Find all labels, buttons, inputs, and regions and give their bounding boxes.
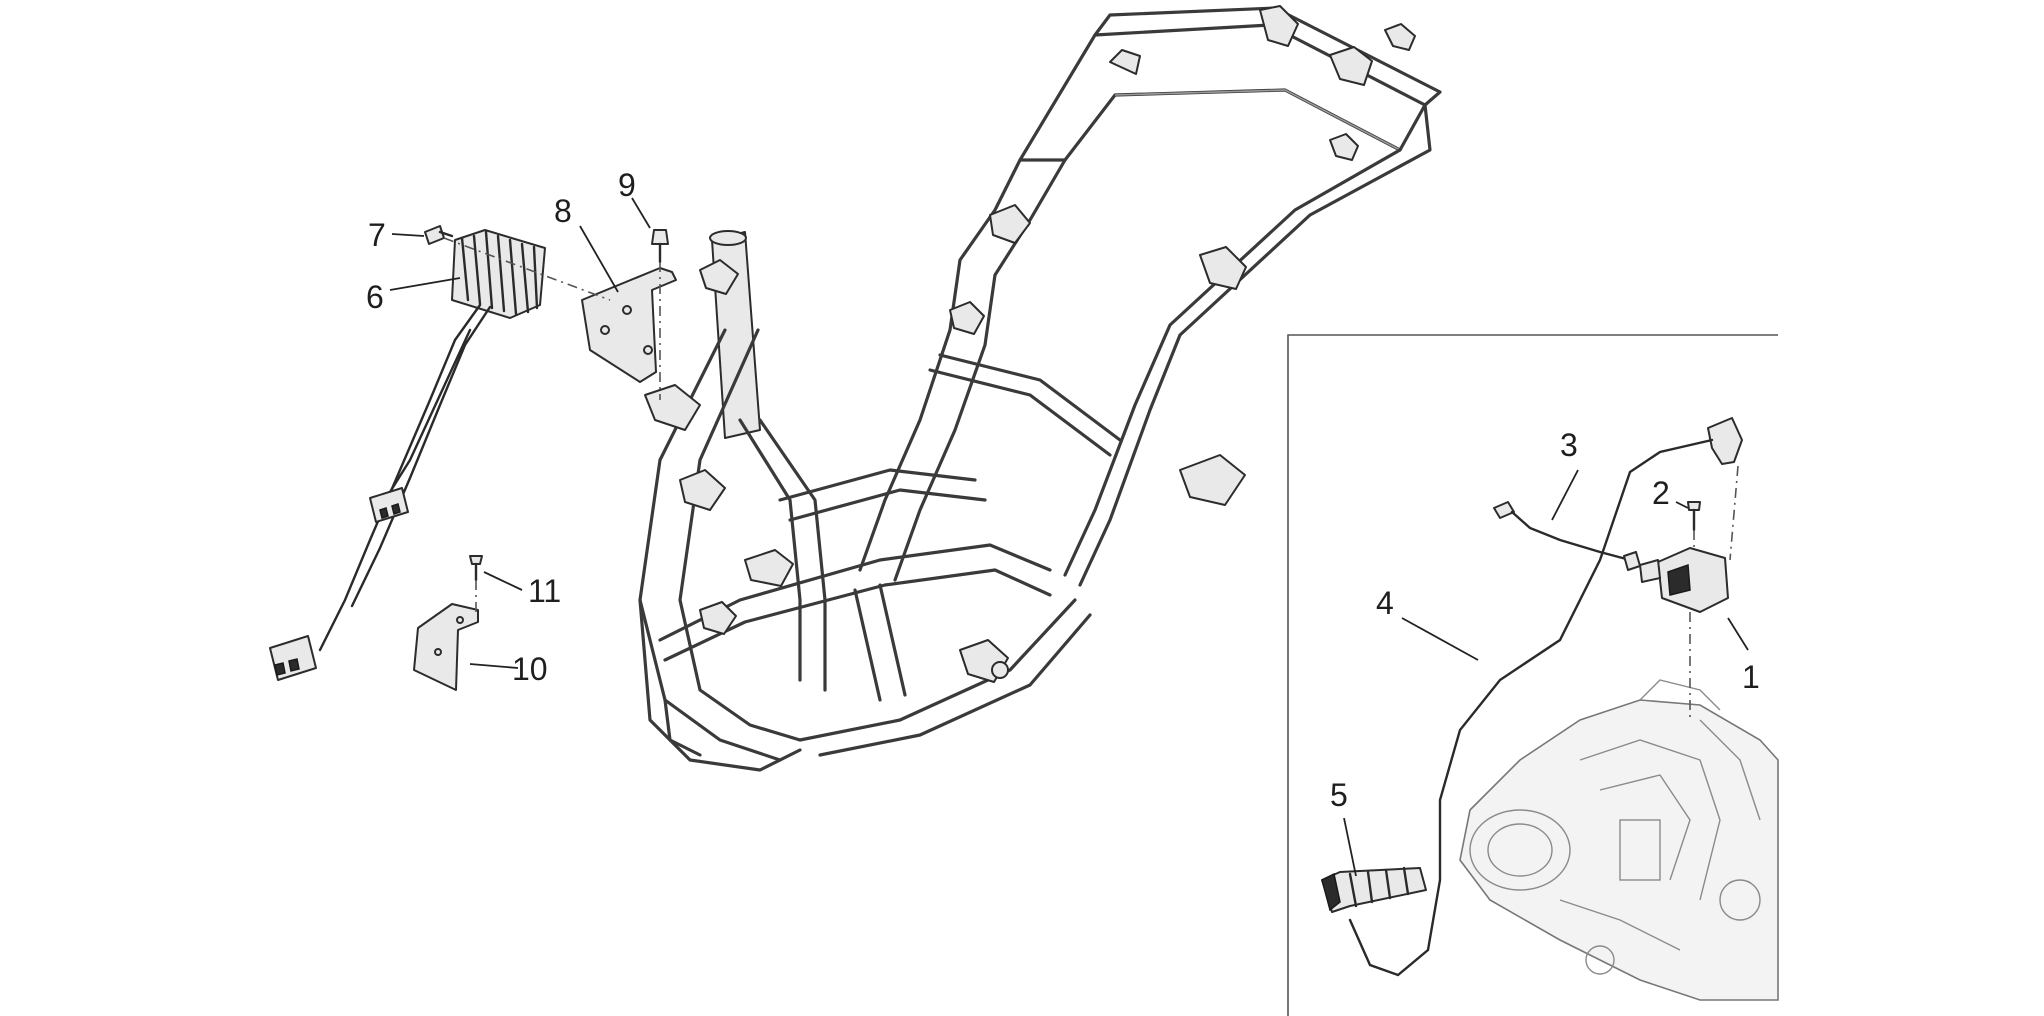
- callout-11: 11: [528, 573, 561, 609]
- alignment-line: [443, 237, 611, 301]
- callout-labels: 1 2 3 4 5 6 7 8 9 10 11: [366, 167, 1760, 813]
- spark-plug-cap-part-5: [1321, 866, 1427, 913]
- callout-9: 9: [618, 167, 636, 203]
- voltage-regulator-part-6: [269, 229, 546, 681]
- leader-lines: [389, 197, 1749, 877]
- callout-2: 2: [1652, 475, 1670, 511]
- callout-3: 3: [1560, 427, 1578, 463]
- inset-border: [1287, 334, 1778, 1016]
- screw-part-2: [1687, 501, 1701, 532]
- callout-6: 6: [366, 279, 384, 315]
- callout-8: 8: [554, 193, 572, 229]
- bracket-part-8: [581, 267, 677, 383]
- callout-7: 7: [368, 217, 386, 253]
- ht-cable-part-4: [1348, 417, 1743, 977]
- screw-part-11: [469, 555, 483, 582]
- screw-part-7: [424, 225, 454, 245]
- bracket-part-10: [413, 603, 479, 691]
- wire-part-3: [1493, 501, 1641, 571]
- scooter-frame: [638, 5, 1442, 772]
- callout-1: 1: [1742, 659, 1760, 695]
- alignment-line: [1729, 465, 1739, 561]
- callout-5: 5: [1330, 777, 1348, 813]
- callout-4: 4: [1376, 585, 1394, 621]
- callout-10: 10: [512, 651, 548, 687]
- ignition-coil-part-1: [1639, 547, 1729, 613]
- engine-block: [1459, 679, 1779, 1001]
- screw-part-9: [651, 229, 669, 264]
